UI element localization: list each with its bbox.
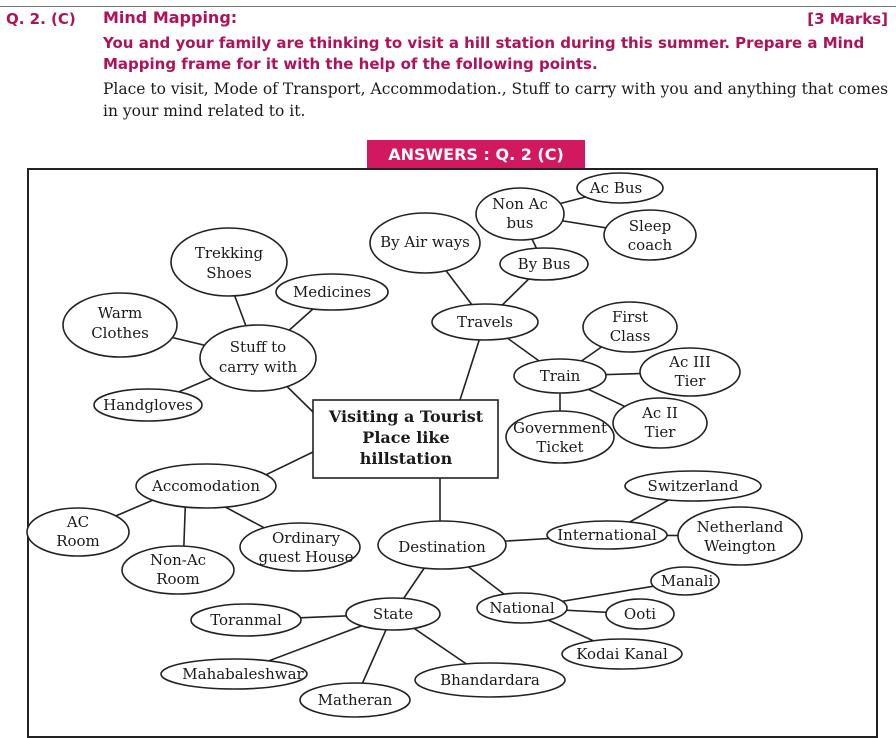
node-travels: Travels — [431, 303, 539, 341]
node-by-bus: By Bus — [499, 247, 589, 281]
node-handgloves: Handgloves — [93, 388, 203, 422]
node-label: guest House — [259, 548, 354, 566]
node-label: Ac Bus — [589, 179, 642, 197]
node-ooti: Ooti — [605, 598, 675, 630]
center-label-line-1: Visiting a Tourist — [328, 407, 484, 426]
node-label: Manali — [661, 572, 714, 590]
question-points: Place to visit, Mode of Transport, Accom… — [103, 80, 889, 120]
node-bhandardara: Bhandardara — [414, 662, 566, 698]
node-national: National — [476, 592, 568, 624]
center-box — [312, 399, 499, 479]
node-label: carry with — [219, 358, 298, 376]
node-label: Switzerland — [648, 477, 739, 495]
node-manali: Manali — [650, 566, 720, 596]
center-label-line-3: hillstation — [360, 449, 453, 468]
node-mahabaleshwar: Mahabaleshwar — [160, 658, 308, 690]
node-stuff-to-carry: Stuff to carry with — [199, 324, 317, 392]
node-label: Non-Ac — [150, 551, 206, 569]
top-rule — [0, 6, 896, 7]
node-label: Ordinary — [272, 529, 341, 547]
node-label: Tier — [675, 372, 707, 390]
node-toranmal: Toranmal — [190, 603, 302, 637]
node-label: Weington — [704, 537, 776, 555]
node-label: Netherland — [697, 518, 784, 536]
node-label: coach — [628, 236, 673, 254]
node-label: Ooti — [624, 605, 656, 623]
node-label: By Air ways — [380, 233, 470, 251]
node-trekking-shoes: Trekking Shoes — [170, 227, 288, 297]
node-label: Class — [610, 327, 651, 345]
node-switzerland: Switzerland — [624, 470, 762, 502]
node-label: Travels — [457, 313, 513, 331]
node-label: Toranmal — [210, 611, 282, 629]
node-label: National — [489, 599, 555, 617]
node-by-air-ways: By Air ways — [369, 212, 481, 274]
question-number: Q. 2. (C) — [6, 10, 76, 28]
node-label: bus — [507, 214, 534, 232]
node-label: Room — [56, 532, 100, 550]
node-label: Shoes — [206, 264, 252, 282]
node-label: Accomodation — [151, 477, 260, 495]
node-label: Mahabaleshwar — [182, 665, 304, 683]
node-government-ticket: Government Ticket — [505, 410, 615, 464]
node-non-ac-bus: Non Ac bus — [475, 187, 565, 241]
node-label: Tier — [645, 423, 677, 441]
node-label: Train — [540, 367, 581, 385]
node-label: Clothes — [91, 324, 149, 342]
node-label: First — [612, 308, 648, 326]
node-label: Trekking — [195, 244, 264, 262]
node-destination: Destination — [377, 520, 507, 570]
node-matheran: Matheran — [299, 682, 411, 718]
node-ac-bus: Ac Bus — [576, 172, 664, 204]
node-label: Handgloves — [103, 396, 193, 414]
node-train: Train — [513, 358, 607, 394]
node-label: By Bus — [518, 255, 571, 273]
node-label: Stuff to — [230, 338, 286, 356]
node-ac-iii-tier: Ac III Tier — [639, 347, 741, 397]
node-label: Ticket — [536, 438, 583, 456]
node-netherland-weington: Netherland Weington — [677, 506, 803, 566]
node-label: Non Ac — [492, 195, 548, 213]
node-medicines: Medicines — [275, 273, 389, 311]
node-ordinary-guest-house: Ordinary guest House — [239, 522, 361, 572]
node-label: Warm — [98, 304, 142, 322]
node-accomodation: Accomodation — [135, 463, 277, 509]
node-label: Medicines — [293, 283, 371, 301]
node-non-ac-room: Non-Ac Room — [121, 545, 235, 595]
question-title: Mind Mapping: — [103, 8, 238, 27]
node-kodai-kanal: Kodai Kanal — [561, 638, 683, 670]
center-node: Visiting a Tourist Place like hillstatio… — [312, 399, 499, 479]
node-label: Bhandardara — [440, 671, 540, 689]
node-ac-ii-tier: Ac II Tier — [612, 397, 708, 449]
question-prompt: You and your family are thinking to visi… — [103, 34, 865, 73]
node-international: International — [546, 520, 668, 550]
node-ac-room: AC Room — [26, 507, 130, 557]
node-label: International — [557, 526, 657, 544]
node-label: Matheran — [318, 691, 393, 709]
node-label: Ac III — [668, 353, 711, 371]
node-first-class: First Class — [582, 301, 678, 353]
node-state: State — [345, 597, 441, 631]
answer-banner: ANSWERS : Q. 2 (C) — [367, 140, 585, 170]
node-label: Sleep — [629, 217, 671, 235]
node-sleep-coach: Sleep coach — [603, 209, 697, 261]
node-label: Ac II — [641, 404, 678, 422]
node-label: Kodai Kanal — [576, 645, 668, 663]
node-warm-clothes: Warm Clothes — [62, 292, 178, 358]
node-label: Destination — [398, 538, 486, 556]
node-label: Room — [156, 570, 200, 588]
node-label: AC — [66, 513, 89, 531]
center-label-line-2: Place like — [362, 428, 449, 447]
node-label: Government — [513, 419, 607, 437]
marks-label: [3 Marks] — [807, 10, 888, 28]
node-label: State — [373, 605, 413, 623]
